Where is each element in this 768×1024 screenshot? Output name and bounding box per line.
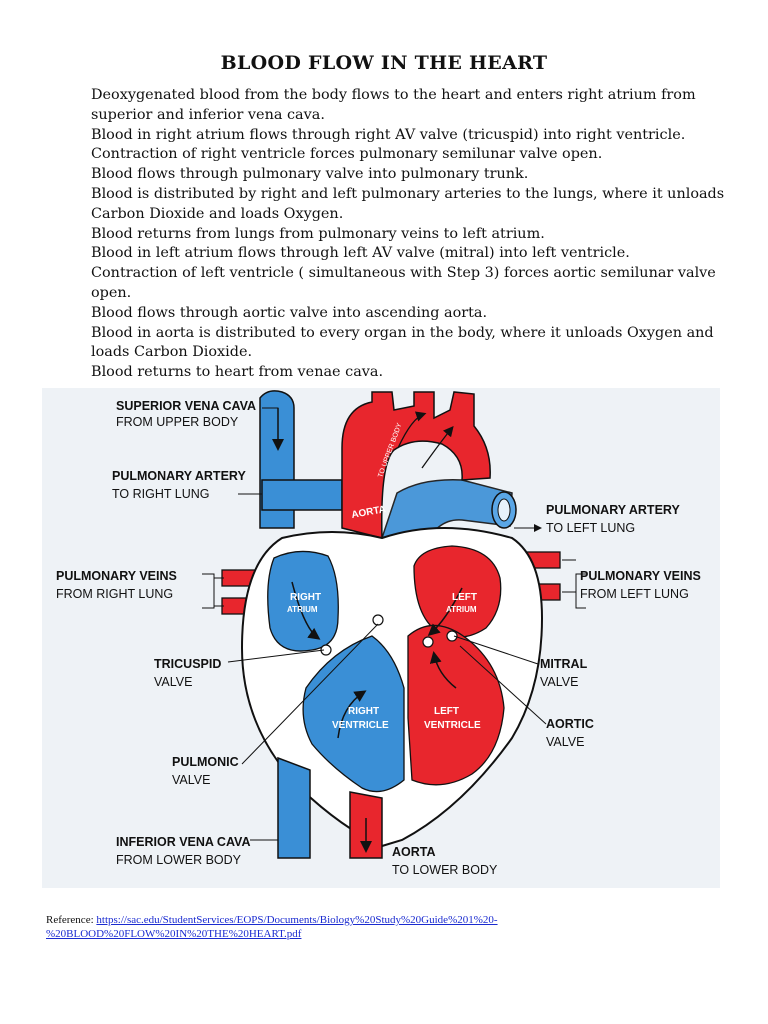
rpv-label: PULMONARY VEINS — [56, 569, 177, 583]
ivc-sub-label: FROM LOWER BODY — [116, 853, 242, 867]
lpv-sub-label: FROM LEFT LUNG — [580, 587, 689, 601]
mitral-sub-label: VALVE — [540, 675, 578, 689]
rpa-sub-label: TO RIGHT LUNG — [112, 487, 209, 501]
paragraph: Blood returns to heart from venae cava. — [91, 364, 384, 381]
aortic-sub-label: VALVE — [546, 735, 584, 749]
left-ventricle — [407, 624, 505, 786]
aortic-label: AORTIC — [546, 717, 594, 731]
aorta-label: AORTA — [392, 845, 436, 859]
tricuspid-label: TRICUSPID — [154, 657, 221, 671]
paragraph: Blood flows through aortic valve into as… — [91, 304, 488, 321]
right-ventricle-label-1: RIGHT — [348, 706, 379, 717]
aortic-valve — [446, 630, 458, 642]
heart-diagram: AORTA TO UPPER BODY RIGHT ATRIUM LEFT AT… — [42, 388, 720, 888]
left-atrium-label-1: LEFT — [452, 592, 477, 603]
right-atrium-label-1: RIGHT — [290, 592, 321, 603]
left-ventricle-label-1: LEFT — [434, 706, 459, 717]
lpa-label: PULMONARY ARTERY — [546, 503, 680, 517]
paragraph: Blood flows through pulmonary valve into… — [91, 166, 529, 183]
pulmonic-sub-label: VALVE — [172, 773, 210, 787]
aorta-sub-label: TO LOWER BODY — [392, 863, 498, 877]
pulmonic-valve — [372, 614, 384, 626]
pulmonic-label: PULMONIC — [172, 755, 239, 769]
right-ventricle-label-2: VENTRICLE — [332, 720, 389, 731]
paragraph: Blood in right atrium flows through righ… — [91, 126, 686, 143]
paragraph: Blood is distributed by right and left p… — [91, 185, 725, 222]
svc-sub-label: FROM UPPER BODY — [116, 415, 239, 429]
reference: Reference: https://sac.edu/StudentServic… — [46, 913, 686, 941]
paragraph: Blood in left atrium flows through left … — [91, 245, 630, 262]
svc-label: SUPERIOR VENA CAVA — [116, 399, 256, 413]
paragraph: Blood returns from lungs from pulmonary … — [91, 225, 545, 242]
lpa-sub-label: TO LEFT LUNG — [546, 521, 635, 535]
heart-illustration: AORTA TO UPPER BODY RIGHT ATRIUM LEFT AT… — [56, 390, 701, 877]
paragraph: Blood in aorta is distributed to every o… — [91, 324, 714, 361]
lpv-label: PULMONARY VEINS — [580, 569, 701, 583]
body-text: Deoxygenated blood from the body flows t… — [91, 86, 731, 383]
right-atrium — [267, 550, 339, 652]
rpa-label: PULMONARY ARTERY — [112, 469, 246, 483]
left-ventricle-label-2: VENTRICLE — [424, 720, 481, 731]
mitral-valve — [422, 636, 434, 648]
mitral-label: MITRAL — [540, 657, 588, 671]
reference-link[interactable]: https://sac.edu/StudentServices/EOPS/Doc… — [46, 914, 498, 940]
paragraph: Contraction of right ventricle forces pu… — [91, 146, 603, 163]
page-title: BLOOD FLOW IN THE HEART — [220, 52, 548, 74]
rpv-sub-label: FROM RIGHT LUNG — [56, 587, 173, 601]
reference-label: Reference: — [46, 914, 94, 926]
right-pulmonary-artery — [261, 479, 343, 511]
paragraph: Deoxygenated blood from the body flows t… — [91, 87, 696, 123]
ivc-label: INFERIOR VENA CAVA — [116, 835, 251, 849]
inferior-vena-cava — [277, 756, 311, 859]
paragraph: Contraction of left ventricle ( simultan… — [91, 265, 716, 301]
left-atrium-label-2: ATRIUM — [446, 605, 477, 614]
tricuspid-sub-label: VALVE — [154, 675, 192, 689]
right-atrium-label-2: ATRIUM — [287, 605, 318, 614]
